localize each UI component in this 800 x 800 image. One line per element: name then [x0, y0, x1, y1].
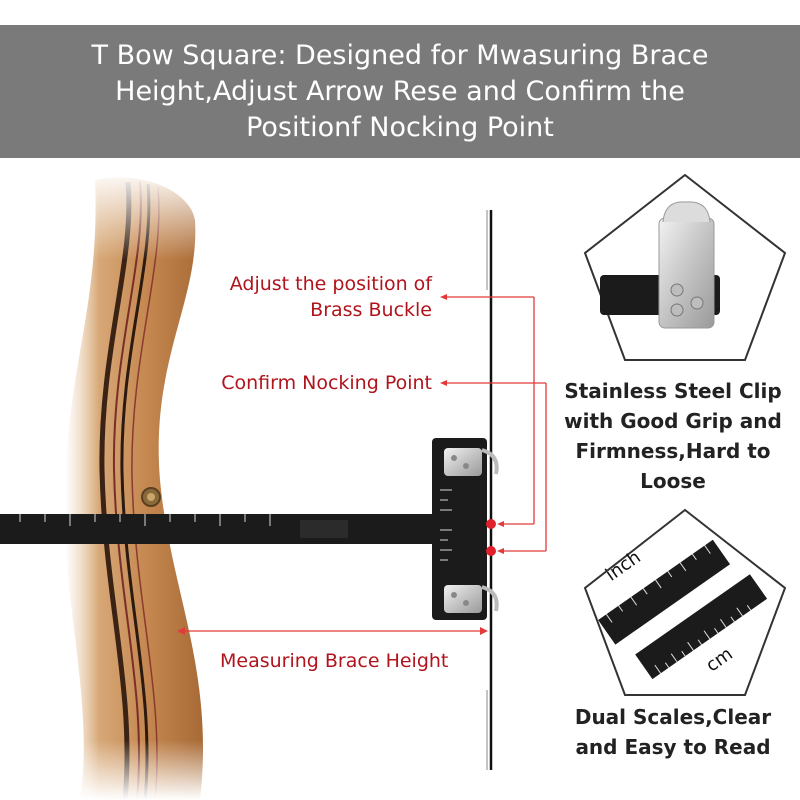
feature-clip-line-2: with Good Grip and [564, 409, 782, 433]
feature-steel-clip: Stainless Steel Clip with Good Grip and … [563, 376, 783, 496]
nocking-point-upper [486, 519, 496, 529]
scales-detail-pentagon: inch cm [583, 508, 787, 696]
bottom-clip [444, 585, 482, 613]
feature-clip-line-4: Loose [640, 469, 706, 493]
bow-riser [60, 170, 220, 800]
bow-square [0, 438, 499, 620]
callout-adjust-brass-buckle: Adjust the position of Brass Buckle [230, 271, 432, 323]
banner-title-line-2: Height,Adjust Arrow Rese and Confirm the [115, 75, 685, 107]
feature-clip-line-1: Stainless Steel Clip [564, 379, 782, 403]
callout-adjust-line-2: Brass Buckle [310, 299, 432, 321]
callout-measuring-brace-height: Measuring Brace Height [220, 650, 449, 672]
top-clip [444, 448, 482, 476]
nocking-point-lower [486, 546, 496, 556]
callout-confirm-nocking-point: Confirm Nocking Point [221, 372, 432, 394]
feature-clip-line-3: Firmness,Hard to [575, 439, 771, 463]
feature-dual-scales: Dual Scales,Clear and Easy to Read [563, 702, 783, 762]
callout-adjust-line-1: Adjust the position of [229, 273, 432, 295]
feature-scales-line-1: Dual Scales,Clear [574, 705, 772, 729]
callout-lines [180, 296, 547, 632]
title-banner: T Bow Square: Designed for Mwasuring Bra… [0, 25, 800, 158]
feature-scales-line-2: and Easy to Read [575, 735, 771, 759]
banner-title-line-3: Positionf Nocking Point [246, 111, 554, 143]
banner-title-line-1: T Bow Square: Designed for Mwasuring Bra… [91, 39, 709, 71]
clip-detail-pentagon [583, 173, 787, 361]
